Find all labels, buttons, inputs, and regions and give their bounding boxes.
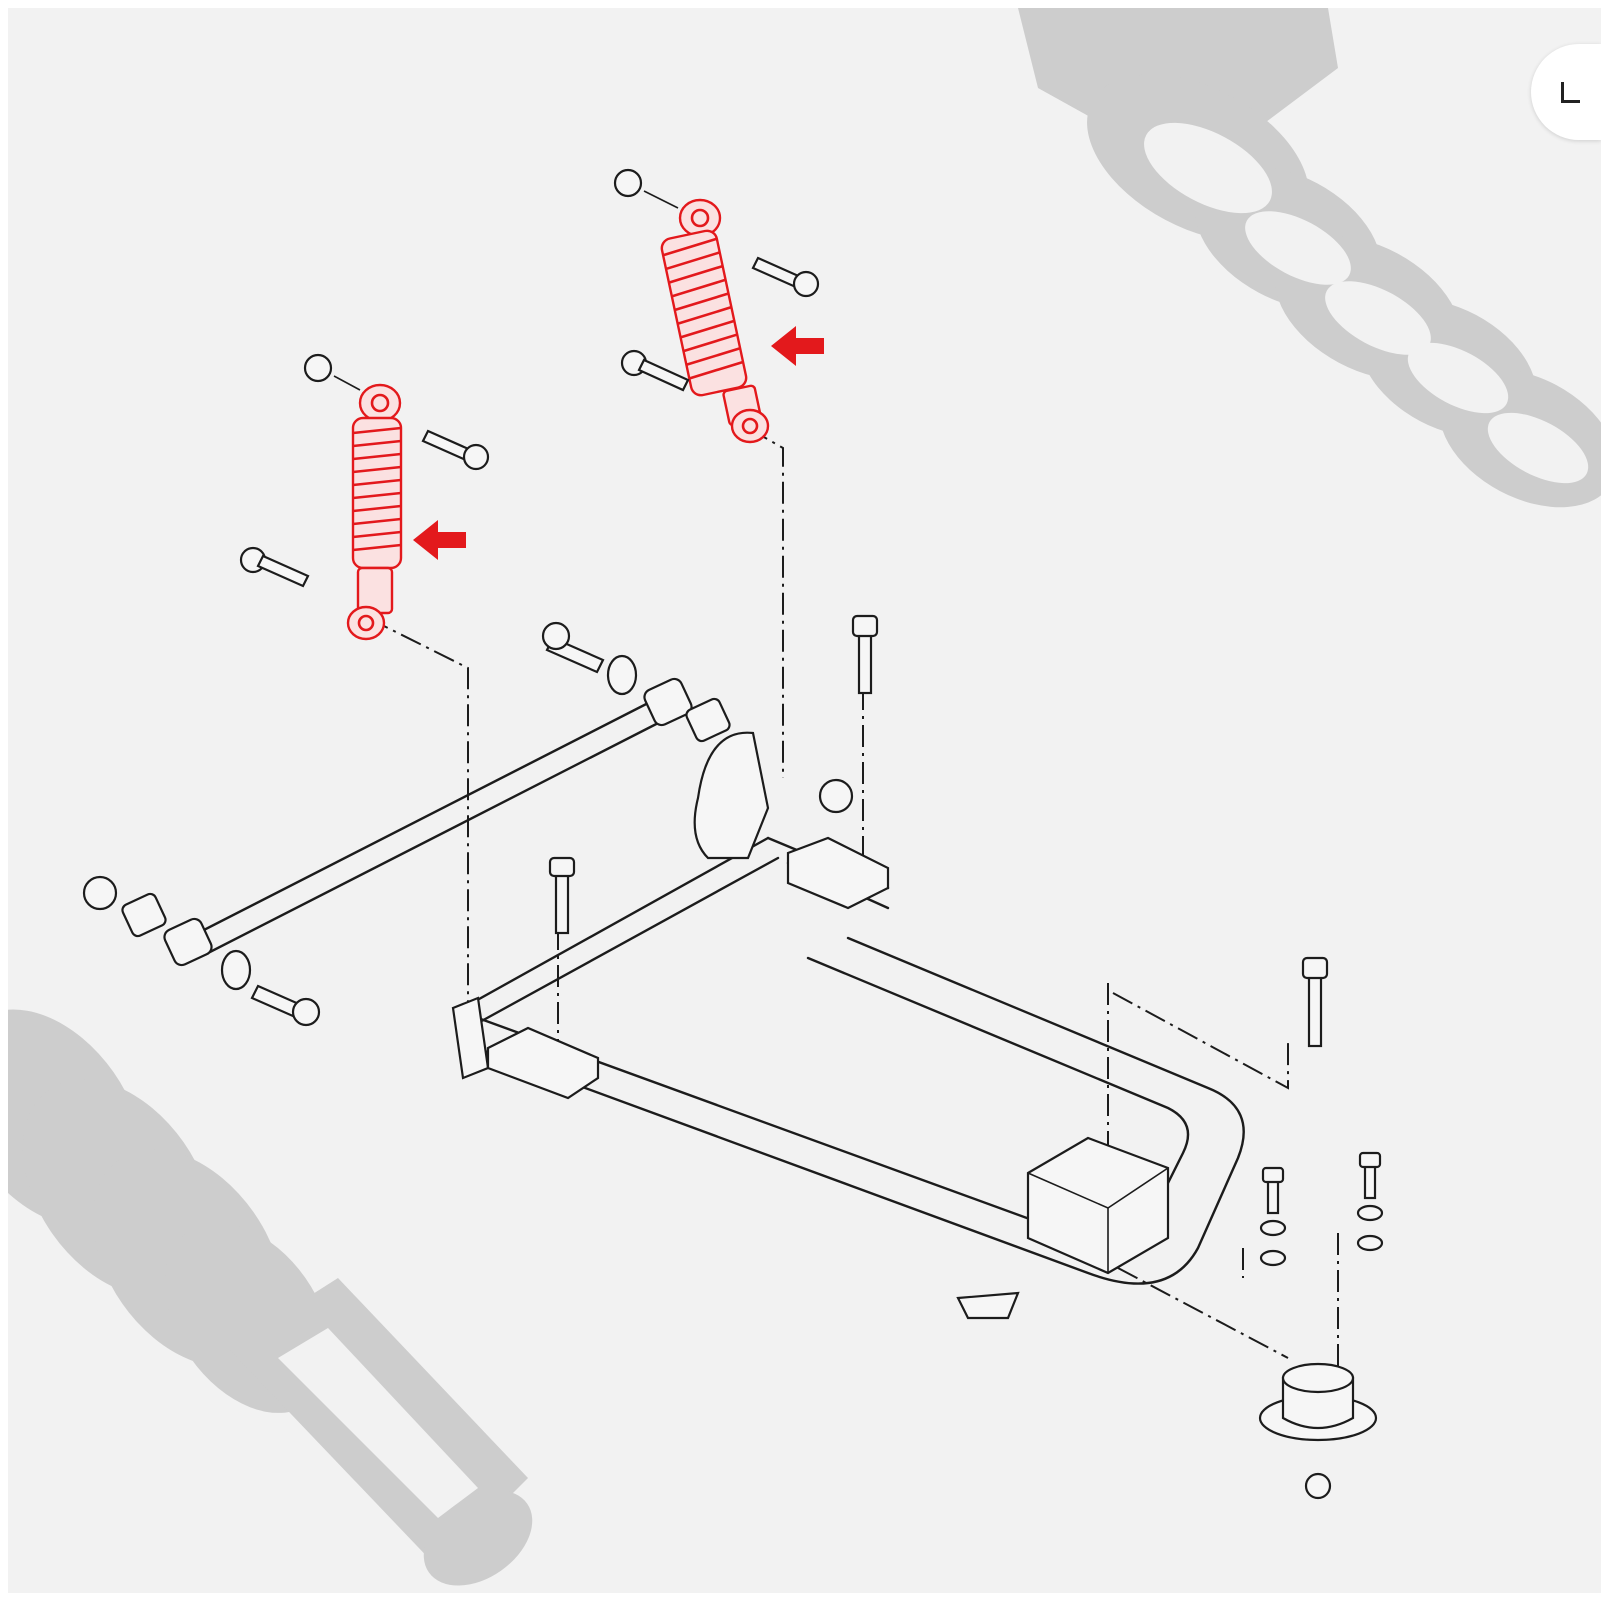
mount-bolts xyxy=(548,614,1384,1267)
arrow-right xyxy=(771,326,824,366)
shock-absorber-right xyxy=(660,198,770,444)
right-mount-plate xyxy=(786,836,890,910)
ghost-shock-top-right xyxy=(1018,8,1601,508)
shock-absorber-left xyxy=(346,383,403,641)
right-arm-bracket xyxy=(693,731,770,860)
side-chip[interactable] xyxy=(1531,44,1601,140)
diagram-canvas xyxy=(8,8,1601,1593)
shock-fasteners xyxy=(239,168,820,588)
download-icon xyxy=(1561,82,1580,103)
left-mount-plate xyxy=(486,1026,600,1100)
arrow-left xyxy=(413,520,466,560)
torsion-rod xyxy=(82,621,854,1027)
exploded-suspension-diagram xyxy=(8,8,1601,1593)
engine-mount xyxy=(1258,1362,1378,1500)
lower-tab xyxy=(956,1291,1020,1320)
rear-mount-box xyxy=(1026,1136,1170,1275)
swing-arm-frame xyxy=(451,731,1245,1320)
ghost-shock-bottom-left xyxy=(8,1009,533,1586)
